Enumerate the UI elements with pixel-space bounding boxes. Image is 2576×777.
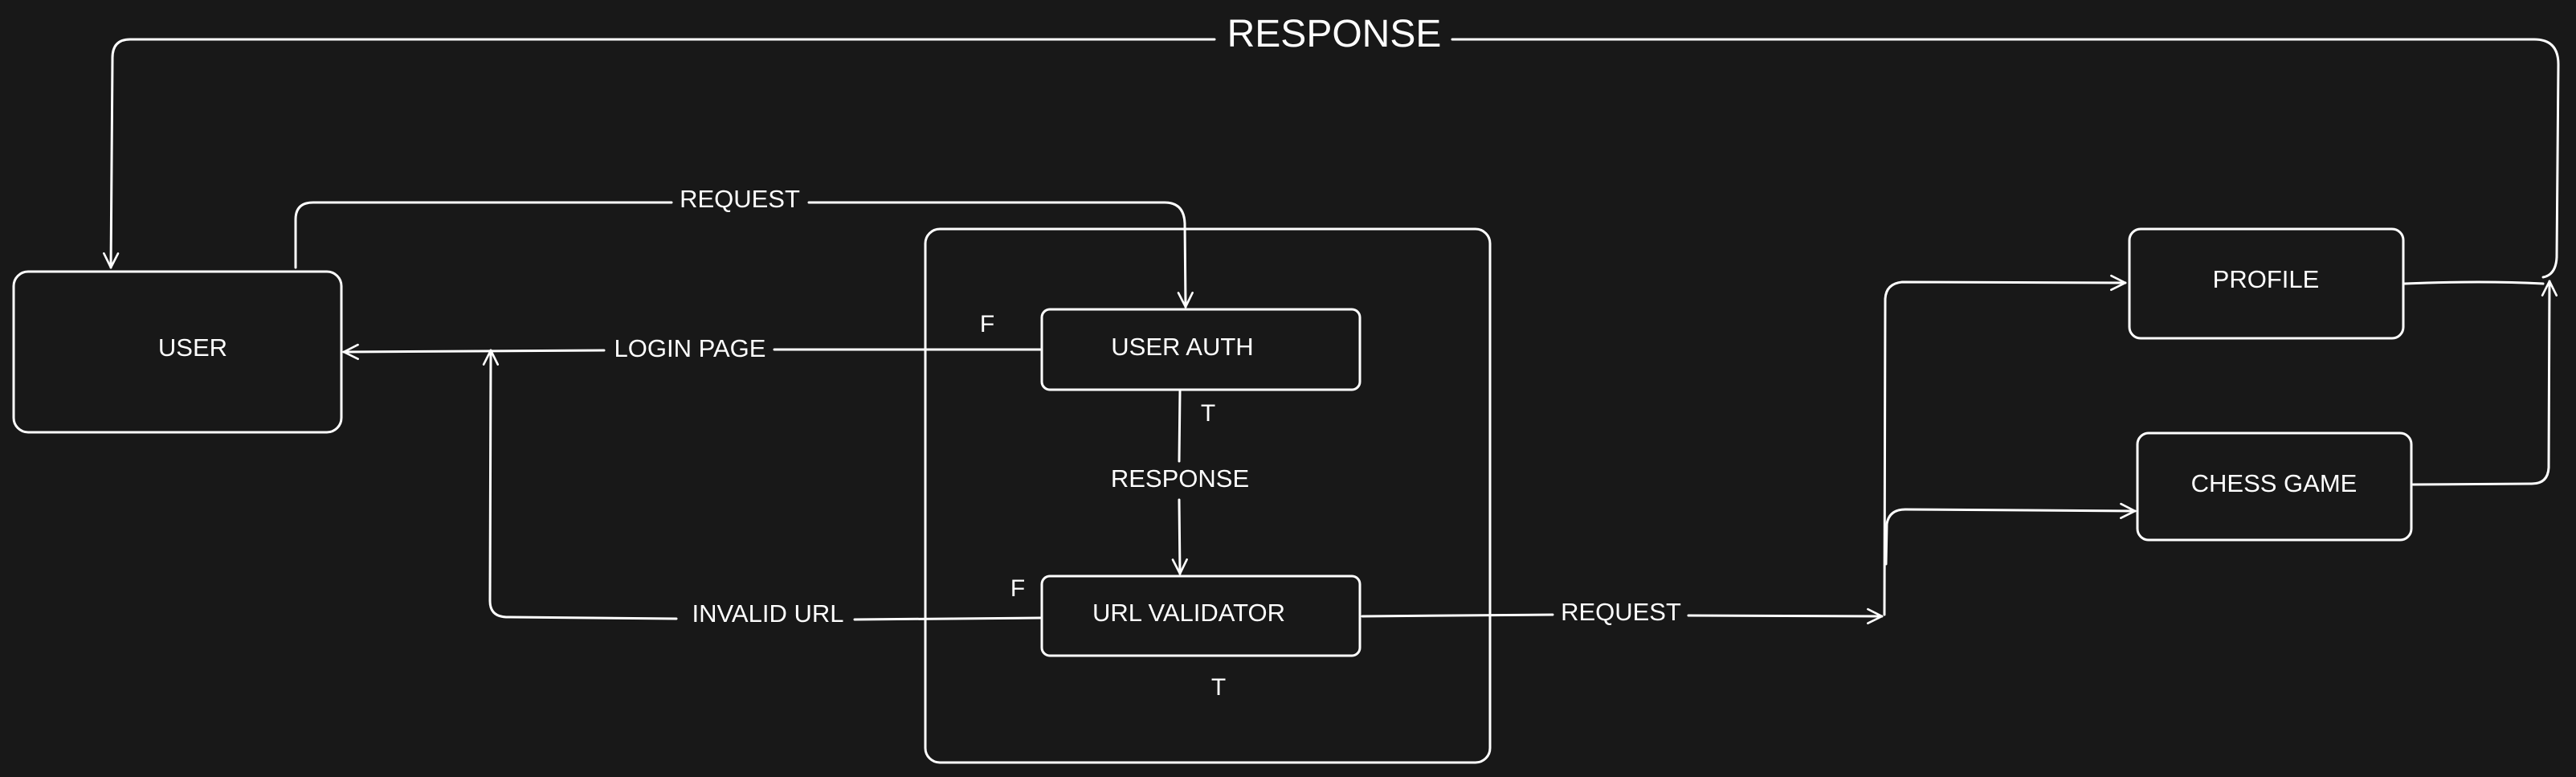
chess-response-edge <box>2411 280 2558 486</box>
user-node <box>12 270 343 434</box>
login-page-label: LOGIN PAGE <box>614 334 766 362</box>
user-auth-node-label: USER AUTH <box>1111 333 1253 361</box>
validator-true-label: T <box>1211 674 1226 701</box>
profile-response-edge <box>2403 280 2545 285</box>
response-top-edge-left <box>103 38 1216 269</box>
url-validator-node-label: URL VALIDATOR <box>1092 599 1285 627</box>
response-top-edge-right <box>1451 38 2560 279</box>
auth-true-label: T <box>1201 400 1215 427</box>
invalid-url-edge-left <box>482 349 678 620</box>
response-mid-edge-bottom <box>1171 498 1188 575</box>
request-right-edge-left <box>1361 613 1554 618</box>
request-top-edge-right <box>807 201 1194 309</box>
request-top-label: REQUEST <box>680 185 800 213</box>
request-top-edge-left <box>294 201 673 269</box>
response-mid-label: RESPONSE <box>1111 464 1249 493</box>
invalid-url-label: INVALID URL <box>692 599 844 628</box>
validator-false-label: F <box>1010 575 1025 602</box>
router-to-profile-edge <box>1883 274 2127 616</box>
profile-node <box>2128 227 2405 340</box>
chess-game-node-label: CHESS GAME <box>2191 469 2358 497</box>
router-to-chess-edge <box>1884 502 2137 566</box>
chess-game-node <box>2136 431 2413 542</box>
processing-container <box>924 227 1492 764</box>
request-right-label: REQUEST <box>1561 598 1681 626</box>
invalid-url-edge-right <box>853 616 1042 621</box>
user-node-label: USER <box>158 333 227 362</box>
response-top-label: RESPONSE <box>1227 13 1442 55</box>
user-auth-node <box>1040 308 1361 391</box>
url-validator-node <box>1040 575 1361 657</box>
response-mid-edge-top <box>1178 390 1182 463</box>
login-page-edge-left <box>342 343 606 361</box>
request-right-edge-right <box>1687 607 1884 625</box>
profile-node-label: PROFILE <box>2213 265 2320 293</box>
auth-false-label: F <box>980 311 994 337</box>
